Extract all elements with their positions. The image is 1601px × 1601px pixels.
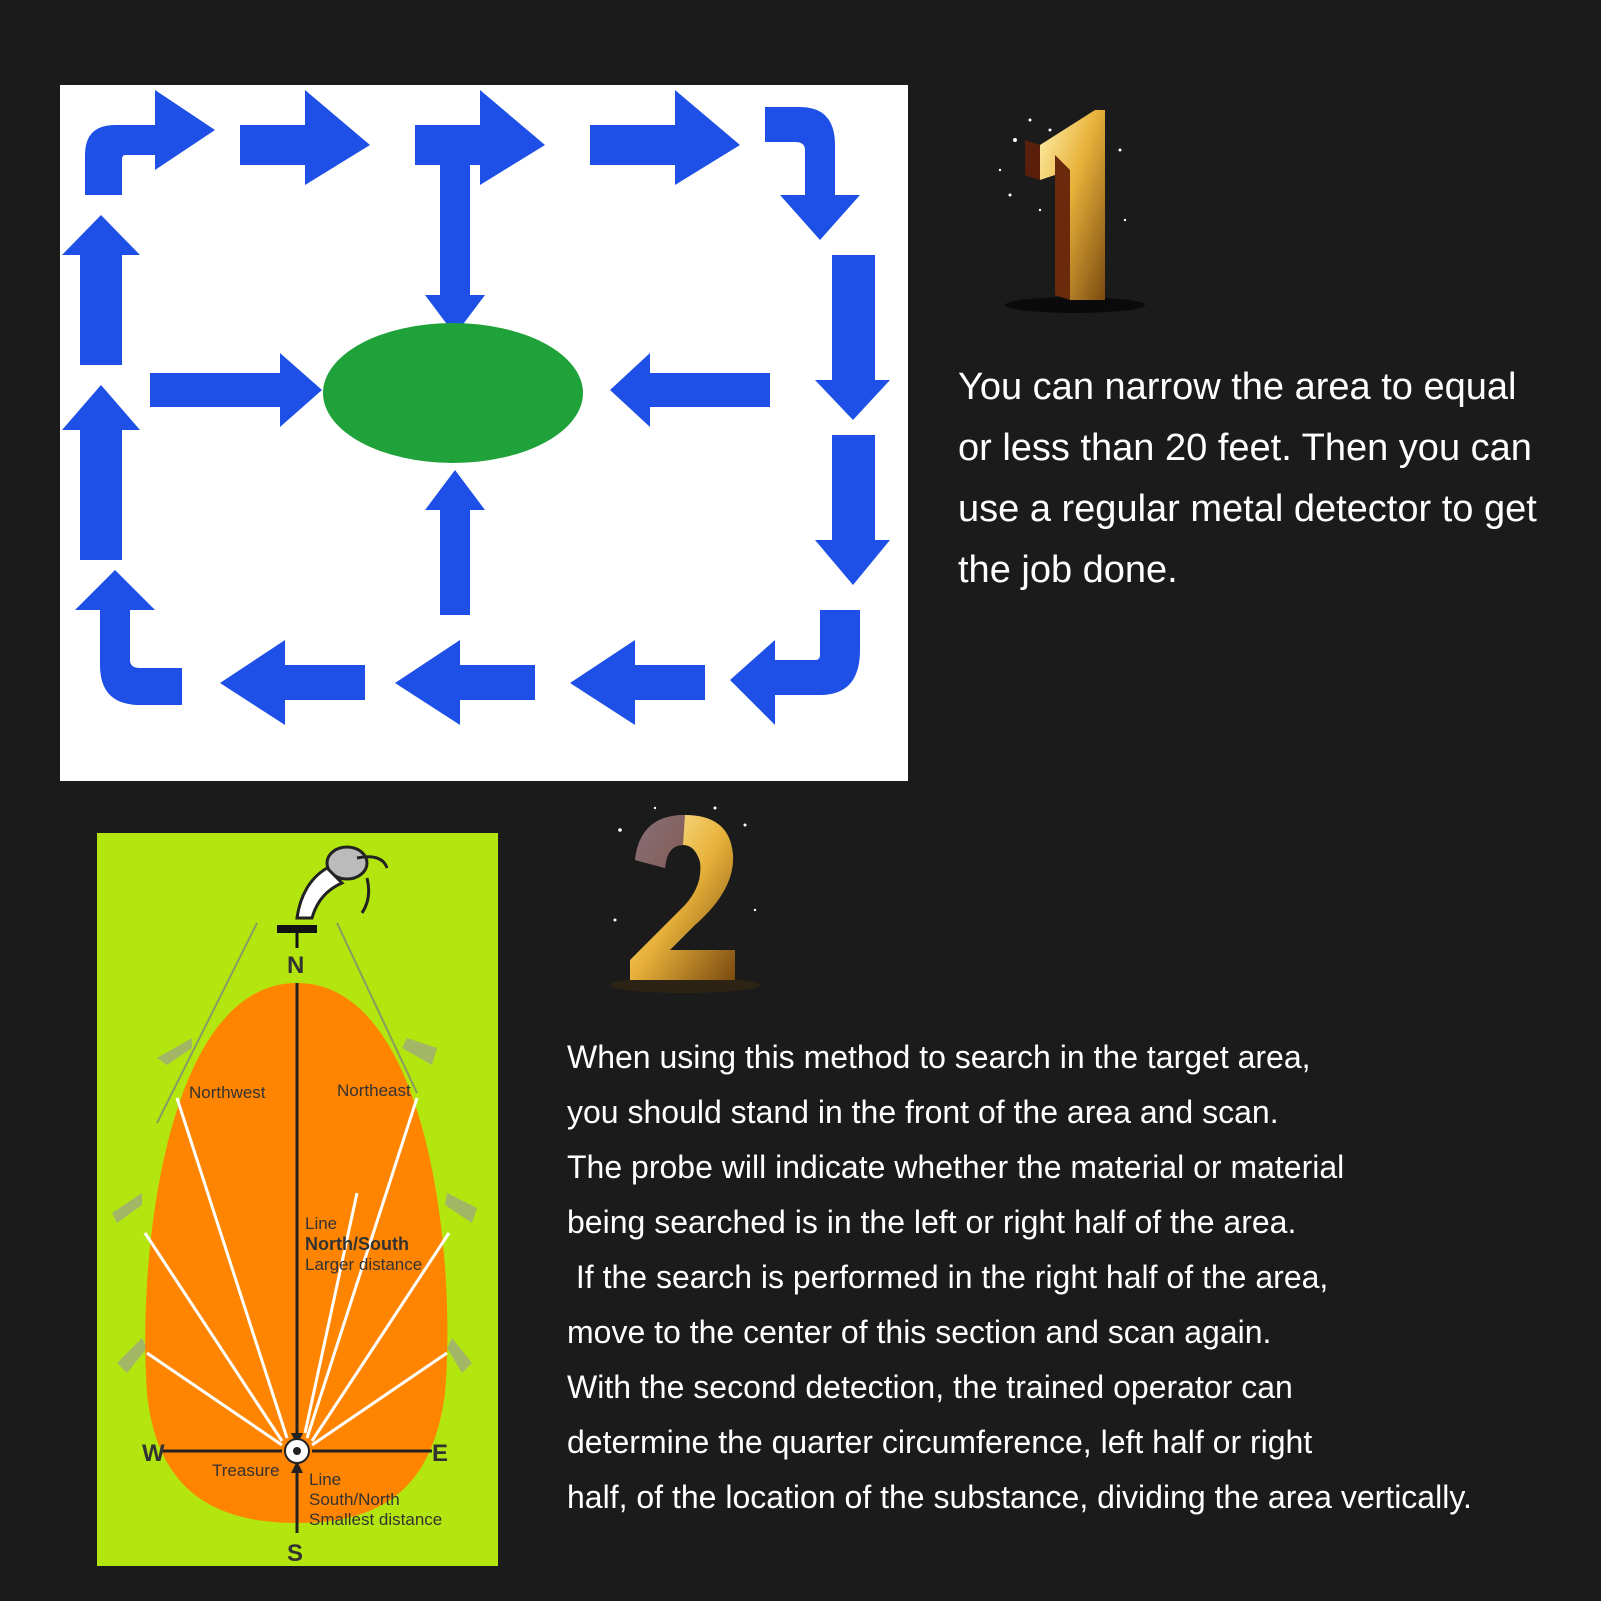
arrow-right-icon — [590, 90, 740, 185]
corner-arrow-bottom-right-icon — [730, 610, 860, 725]
compass-west-label: W — [142, 1440, 165, 1467]
step2-line: When using this method to search in the … — [567, 1039, 1311, 1075]
step1-line: the job done. — [958, 549, 1178, 591]
arrow-left-icon — [570, 640, 705, 725]
ns-line-label: Larger distance — [305, 1255, 422, 1274]
sn-line-label: South/North — [309, 1490, 400, 1509]
arrow-down-icon — [815, 435, 890, 585]
arrow-down-icon — [425, 165, 485, 335]
step1-description: You can narrow the area to equal or less… — [958, 357, 1578, 601]
corner-arrow-top-right-icon — [765, 107, 860, 240]
target-area-ellipse — [323, 323, 583, 463]
arrow-left-icon — [395, 640, 535, 725]
northeast-label: Northeast — [337, 1081, 411, 1100]
compass-north-label: N — [287, 952, 304, 979]
step1-line: or less than 20 feet. Then you can — [958, 427, 1532, 469]
search-pattern-diagram — [60, 85, 908, 781]
operator-figure-icon — [295, 845, 389, 920]
ns-line-label: Line — [305, 1214, 337, 1233]
compass-search-diagram: N S W E Northwest Northeast Line North/S… — [97, 833, 498, 1566]
step2-line: The probe will indicate whether the mate… — [567, 1149, 1345, 1185]
corner-arrow-top-left-icon — [85, 90, 215, 195]
northwest-label: Northwest — [189, 1083, 266, 1102]
sn-line-label: Smallest distance — [309, 1510, 442, 1529]
step2-description: When using this method to search in the … — [567, 1030, 1577, 1525]
arrow-left-icon — [220, 640, 365, 725]
step2-line: half, of the location of the substance, … — [567, 1479, 1472, 1515]
arrow-up-icon — [62, 385, 140, 560]
step1-line: You can narrow the area to equal — [958, 366, 1517, 408]
arrow-up-icon — [62, 215, 140, 365]
treasure-label: Treasure — [212, 1461, 279, 1480]
step2-line: If the search is performed in the right … — [567, 1259, 1329, 1295]
ns-line-label: North/South — [305, 1234, 409, 1254]
gold-number-one-icon: 1 — [998, 110, 1145, 313]
treasure-target-icon — [284, 1438, 310, 1464]
sn-line-label: Line — [309, 1470, 341, 1489]
step2-line: you should stand in the front of the are… — [567, 1094, 1279, 1130]
arrow-down-icon — [815, 255, 890, 420]
arrow-right-icon — [150, 353, 322, 427]
step2-line: With the second detection, the trained o… — [567, 1369, 1293, 1405]
arrow-up-icon — [425, 470, 485, 615]
step2-line: being searched is in the left or right h… — [567, 1204, 1297, 1240]
arrow-right-icon — [415, 90, 545, 185]
compass-south-label: S — [287, 1540, 303, 1566]
step2-line: move to the center of this section and s… — [567, 1314, 1272, 1350]
step1-line: use a regular metal detector to get — [958, 488, 1537, 530]
step2-line: determine the quarter circumference, lef… — [567, 1424, 1313, 1460]
gold-number-two-icon: 2 — [610, 806, 760, 993]
arrow-left-icon — [610, 353, 770, 427]
arrow-right-icon — [240, 90, 370, 185]
compass-east-label: E — [432, 1440, 448, 1467]
corner-arrow-bottom-left-icon — [75, 570, 182, 705]
